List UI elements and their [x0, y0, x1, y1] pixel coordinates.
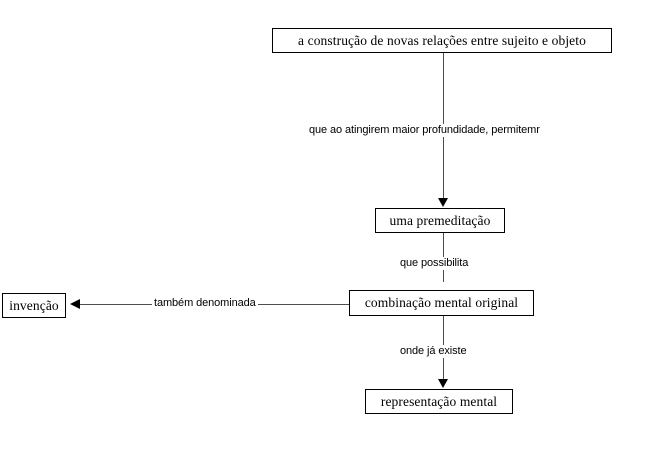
- node-invencao[interactable]: invenção: [2, 293, 66, 318]
- arrowhead-down-icon-representacao: [438, 379, 448, 388]
- node-a-construcao-de-novas-relacoes[interactable]: a construção de novas relações entre suj…: [272, 28, 612, 53]
- edge-label-premeditacao-combinacao: que possibilita: [398, 257, 471, 270]
- edge-label-construcao-premeditacao: que ao atingirem maior profundidade, per…: [307, 124, 542, 137]
- arrowhead-down-icon-premeditacao: [438, 198, 448, 207]
- arrowhead-left-icon-invencao: [70, 299, 80, 309]
- edge-label-combinacao-invencao: também denominada: [152, 297, 258, 310]
- edge-label-combinacao-representacao: onde já existe: [398, 345, 469, 358]
- node-uma-premeditacao[interactable]: uma premeditação: [375, 208, 505, 233]
- node-combinacao-mental-original[interactable]: combinação mental original: [349, 290, 534, 316]
- node-representacao-mental[interactable]: representação mental: [365, 389, 513, 414]
